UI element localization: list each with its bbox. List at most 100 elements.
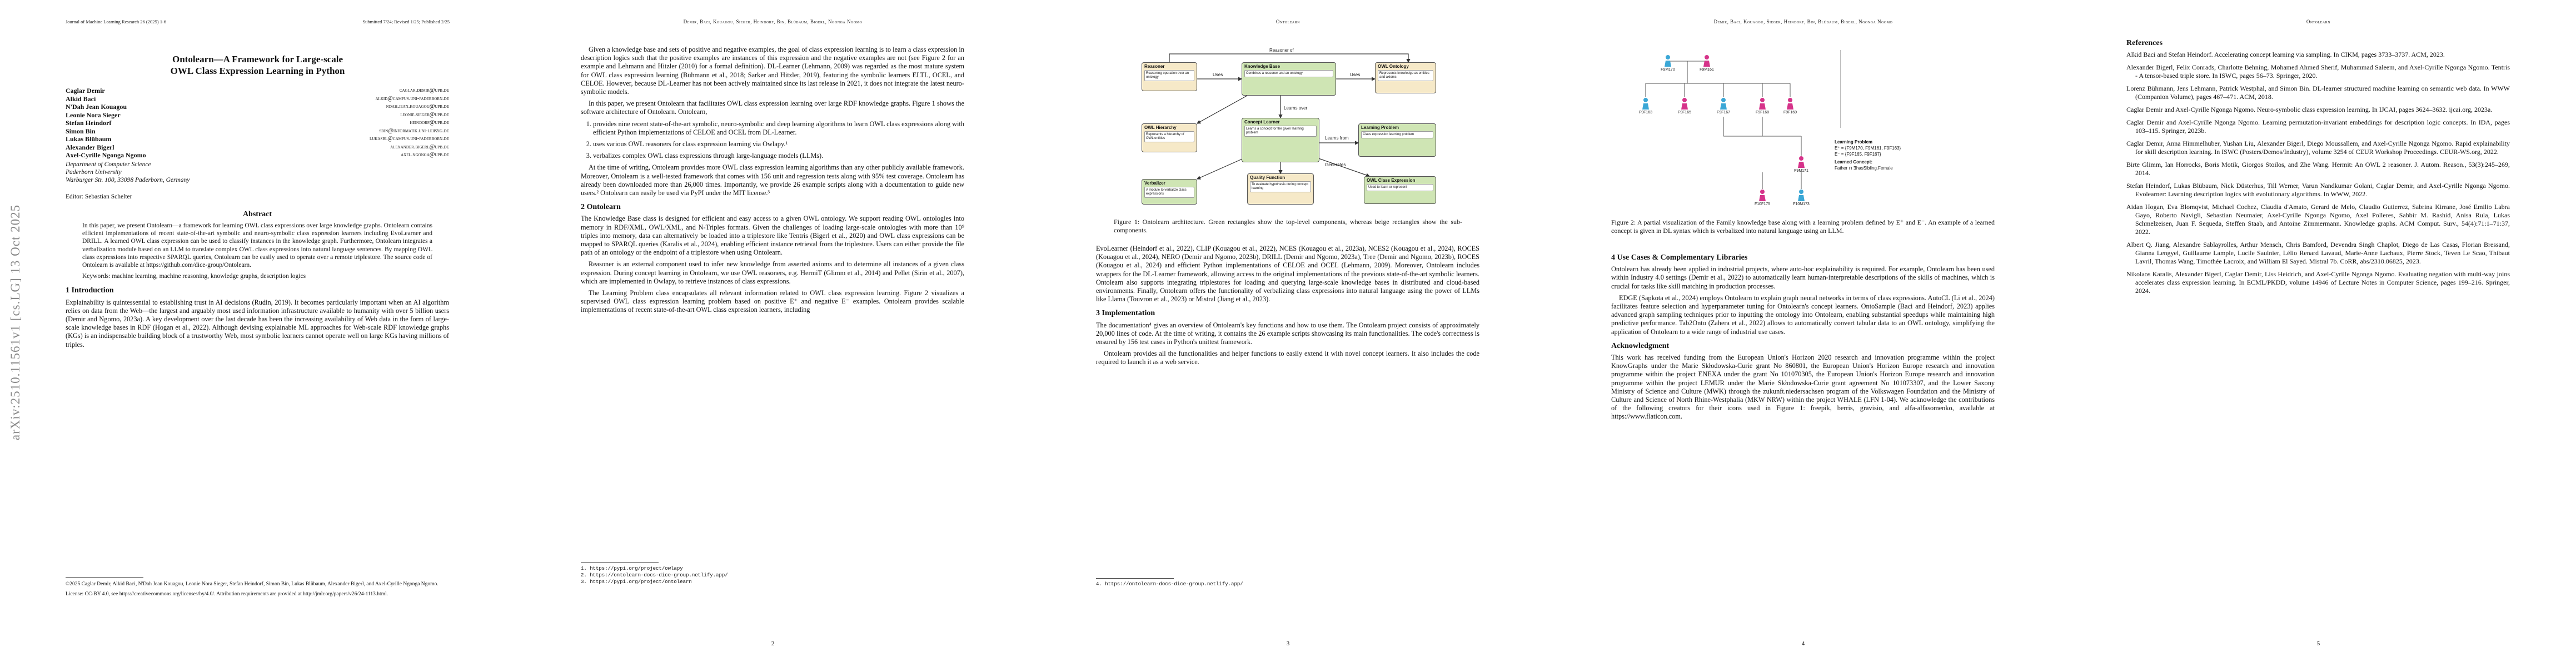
author-name: N'Dah Jean Kouagou xyxy=(66,103,127,111)
author-row: Lukas Blübaum lukasbl@campus.uni-paderbor… xyxy=(66,135,449,143)
person-icon xyxy=(1798,156,1805,168)
learning-problem-legend: Learning Problem E⁺ = {F9M170, F9M161, F… xyxy=(1835,140,1901,171)
author-email: alexander.bigerl@upb.de xyxy=(390,143,449,150)
person-node: F9F165 xyxy=(1676,97,1693,115)
feature-list: provides nine recent state-of-the-art sy… xyxy=(581,120,964,161)
person-node: F10F175 xyxy=(1753,189,1771,206)
author-email: leonie.sieger@upb.de xyxy=(400,111,449,118)
author-email: heindorf@upb.de xyxy=(410,120,449,126)
running-header: Demir, Baci, Kouagou, Sieger, Heindorf, … xyxy=(1713,19,1893,24)
running-header: Demir, Baci, Kouagou, Sieger, Heindorf, … xyxy=(683,19,863,24)
editor-line: Editor: Sebastian Schelter xyxy=(66,193,132,200)
page-number: 2 xyxy=(771,640,775,647)
page-4: Demir, Baci, Kouagou, Sieger, Heindorf, … xyxy=(1546,0,2061,667)
reference-item: Caglar Demir, Anna Himmelhuber, Yushan L… xyxy=(2126,140,2510,156)
family-tree xyxy=(1645,61,1802,189)
arxiv-stamp: arXiv:2510.11561v1 [cs.LG] 13 Oct 2025 xyxy=(8,204,22,441)
architecture-diagram: Reasoner of Uses Uses Learns over Learns… xyxy=(1136,40,1442,207)
author-name: Alkid Baci xyxy=(66,94,96,103)
author-email: axel.ngonga@upb.de xyxy=(401,152,449,158)
person-node: F9F163 xyxy=(1637,97,1655,115)
person-icon xyxy=(1720,98,1727,109)
running-header: Ontolearn xyxy=(2306,19,2331,24)
page-2-body: Given a knowledge base and sets of posit… xyxy=(581,46,964,318)
reference-item: Aidan Hogan, Eva Blomqvist, Michael Coch… xyxy=(2126,203,2510,236)
person-node: F9M170 xyxy=(1659,54,1677,72)
abstract-text: In this paper, we present Ontolearn—a fr… xyxy=(82,222,432,268)
author-row: N'Dah Jean Kouagou ndah.jean.kouagou@upb.… xyxy=(66,103,449,111)
author-email: lukasbl@campus.uni-paderborn.de xyxy=(369,136,449,142)
author-name: Leonie Nora Sieger xyxy=(66,111,121,119)
axiom-list xyxy=(1840,50,1979,128)
copyright-footer: ©2025 Caglar Demir, Alkid Baci, N'Dah Je… xyxy=(66,577,449,598)
page-2: Demir, Baci, Kouagou, Sieger, Heindorf, … xyxy=(515,0,1030,667)
person-node: F9F168 xyxy=(1753,97,1771,115)
person-icon xyxy=(1681,98,1688,109)
section-heading: 2 Ontolearn xyxy=(581,203,621,212)
reference-item: Albert Q. Jiang, Alexandre Sablayrolles,… xyxy=(2126,241,2510,265)
running-header: Ontolearn xyxy=(1275,19,1301,24)
diagram-arrows xyxy=(1169,53,1411,180)
person-node: F9M171 xyxy=(1792,156,1810,173)
reference-item: Stefan Heindorf, Lukas Blübaum, Nick Düs… xyxy=(2126,182,2510,198)
page-3-body: EvoLearner (Heindorf et al., 2022), CLIP… xyxy=(1096,245,1479,366)
section-heading: Acknowledgment xyxy=(1611,341,1670,350)
person-icon xyxy=(1759,190,1766,201)
author-name: Simon Bin xyxy=(66,127,96,135)
page-number: 3 xyxy=(1286,640,1290,647)
figure-1-caption: Figure 1: Ontolearn architecture. Green … xyxy=(1114,218,1462,234)
person-icon xyxy=(1703,55,1710,67)
intro-heading: 1 Introduction xyxy=(66,286,114,295)
references-heading: References xyxy=(2126,39,2163,47)
author-email: ndah.jean.kouagou@upb.de xyxy=(386,103,449,109)
author-name: Lukas Blübaum xyxy=(66,135,112,143)
reference-item: Alkid Baci and Stefan Heindorf. Accelera… xyxy=(2126,51,2445,58)
references: References Alkid Baci and Stefan Heindor… xyxy=(2126,39,2510,300)
author-email: caglar.demir@upb.de xyxy=(399,87,449,93)
page-4-body: 4 Use Cases & Complementary Libraries On… xyxy=(1611,253,1995,421)
person-icon xyxy=(1798,190,1805,201)
person-icon xyxy=(1665,55,1671,67)
list-item: verbalizes complex OWL class expressions… xyxy=(593,152,964,160)
intro-paragraph: Explainability is quintessential to esta… xyxy=(66,298,449,349)
page-1: arXiv:2510.11561v1 [cs.LG] 13 Oct 2025 J… xyxy=(0,0,515,667)
page-3: Ontolearn Reasoner of Uses Uses Learns o… xyxy=(1030,0,1546,667)
author-email: sbin@informatik.uni-leipzig.de xyxy=(379,127,449,134)
person-icon xyxy=(1759,98,1766,109)
page-number: 4 xyxy=(1801,640,1805,647)
reference-item: Caglar Demir and Axel-Cyrille Ngonga Ngo… xyxy=(2126,118,2510,135)
author-row: Alexander Bigerl alexander.bigerl@upb.de xyxy=(66,143,449,152)
footnotes: 4. https://ontolearn-docs-dice-group.net… xyxy=(1096,578,1479,588)
author-name: Alexander Bigerl xyxy=(66,143,114,151)
author-row: Alkid Baci alkid@campus.uni-paderborn.de xyxy=(66,95,449,103)
abstract-heading: Abstract xyxy=(242,210,272,218)
author-email: alkid@campus.uni-paderborn.de xyxy=(375,95,449,102)
reference-item: Alexander Bigerl, Felix Conrads, Charlot… xyxy=(2126,63,2510,79)
person-node: F9F169 xyxy=(1781,97,1799,115)
reference-item: Birte Glimm, Ian Horrocks, Boris Motik, … xyxy=(2126,161,2510,177)
reference-item: Caglar Demir and Axel-Cyrille Ngonga Ngo… xyxy=(2126,106,2493,113)
author-name: Axel-Cyrille Ngonga Ngomo xyxy=(66,151,146,159)
list-item: provides nine recent state-of-the-art sy… xyxy=(593,120,964,137)
section-heading: 4 Use Cases & Complementary Libraries xyxy=(1611,253,1748,262)
author-row: Axel-Cyrille Ngonga Ngomo axel.ngonga@upb… xyxy=(66,151,449,160)
reference-item: Lorenz Bühmann, Jens Lehmann, Patrick We… xyxy=(2126,84,2510,101)
figure-2-caption: Figure 2: A partial visualization of the… xyxy=(1611,218,1995,235)
page-number: 5 xyxy=(2316,640,2320,647)
keywords: Keywords: machine learning, machine reas… xyxy=(82,273,306,280)
person-node: F9M161 xyxy=(1698,54,1716,72)
page-5: Ontolearn References Alkid Baci and Stef… xyxy=(2061,0,2576,667)
list-item: uses various OWL reasoners for class exp… xyxy=(593,140,964,148)
